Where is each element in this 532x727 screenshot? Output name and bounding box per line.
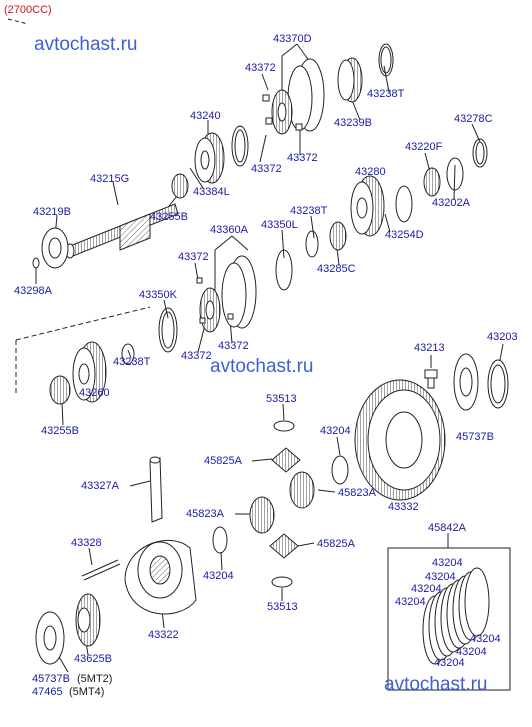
variant-label: (5MT2) [77, 673, 113, 685]
part-label[interactable]: 43372 [178, 251, 209, 263]
part-label[interactable]: 43215G [90, 173, 130, 185]
part-label[interactable]: 43328 [71, 537, 102, 549]
part-label[interactable]: 43204 [320, 425, 351, 437]
watermark-top: avtochast.ru [34, 34, 138, 55]
part-label[interactable]: 43204 [470, 633, 501, 645]
part-label[interactable]: 43332 [388, 501, 419, 513]
part-label[interactable]: 45825A [204, 455, 242, 467]
part-label[interactable]: 45737B [456, 431, 494, 443]
part-label[interactable]: 43213 [414, 342, 445, 354]
part-label[interactable]: 43298A [14, 285, 52, 297]
part-label[interactable]: 53513 [266, 393, 297, 405]
part-label[interactable]: 43278C [454, 113, 493, 125]
part-label[interactable]: 45842A [428, 522, 466, 534]
part-label[interactable]: 43204 [432, 557, 463, 569]
part-label[interactable]: 43384L [193, 186, 230, 198]
part-label[interactable]: 43350L [261, 219, 298, 231]
watermark-middle: avtochast.ru [210, 356, 314, 377]
part-label[interactable]: 43202A [432, 197, 470, 209]
variant-label: (5MT4) [69, 686, 105, 698]
part-label[interactable]: 43350K [139, 289, 177, 301]
part-label[interactable]: 43372 [218, 340, 249, 352]
part-label[interactable]: 43360A [210, 224, 248, 236]
part-label[interactable]: 43370D [273, 33, 312, 45]
part-label[interactable]: 45825A [317, 538, 355, 550]
part-label[interactable]: 43204 [395, 596, 426, 608]
part-label[interactable]: 45823A [186, 508, 224, 520]
part-label[interactable]: 43204 [434, 657, 465, 669]
part-label[interactable]: 43322 [148, 629, 179, 641]
part-label[interactable]: 43204 [411, 583, 442, 595]
part-label[interactable]: 43260 [79, 387, 110, 399]
part-label[interactable]: 43238T [290, 205, 328, 217]
part-label[interactable]: 43372 [245, 62, 276, 74]
part-label[interactable]: 43204 [425, 571, 456, 583]
part-label[interactable]: 45737B [32, 673, 70, 685]
part-label[interactable]: 43204 [456, 646, 487, 658]
part-label[interactable]: 53513 [267, 601, 298, 613]
part-label[interactable]: 43254D [385, 229, 424, 241]
watermark-bottom: avtochast.ru [384, 674, 488, 695]
part-label[interactable]: 43220F [405, 141, 443, 153]
part-label[interactable]: 43240 [190, 110, 221, 122]
part-label[interactable]: 43238T [367, 88, 405, 100]
part-label[interactable]: 43219B [33, 206, 71, 218]
part-label[interactable]: 43203 [487, 331, 518, 343]
part-label[interactable]: 43625B [74, 653, 112, 665]
part-label[interactable]: 43372 [287, 152, 318, 164]
part-label[interactable]: 43255B [150, 211, 188, 223]
part-label[interactable]: 43372 [251, 163, 282, 175]
engine-code-label: (2700CC) [4, 4, 52, 16]
part-label[interactable]: 43238T [113, 356, 151, 368]
part-label[interactable]: 45823A [338, 487, 376, 499]
part-label[interactable]: 47465 [32, 686, 63, 698]
part-label[interactable]: 43280 [355, 166, 386, 178]
part-label[interactable]: 43372 [181, 350, 212, 362]
part-label[interactable]: 43204 [203, 570, 234, 582]
part-label[interactable]: 43285C [317, 263, 356, 275]
part-label[interactable]: 43255B [41, 425, 79, 437]
part-label[interactable]: 43327A [81, 480, 119, 492]
part-label[interactable]: 43239B [334, 117, 372, 129]
